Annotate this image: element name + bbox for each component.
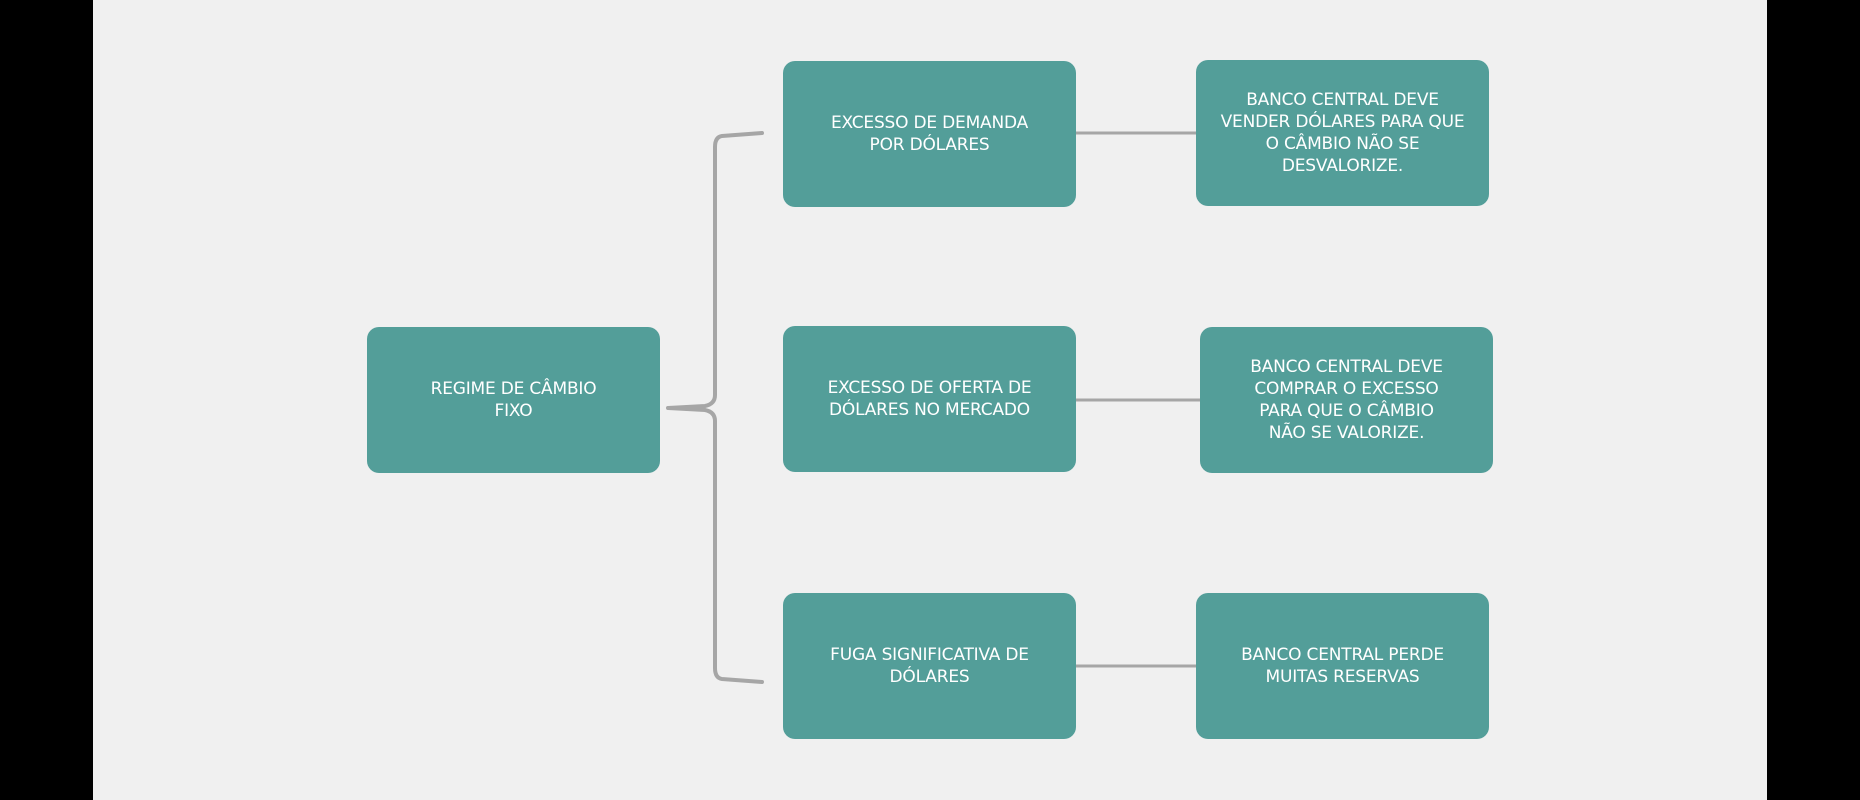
brace-connector xyxy=(666,131,764,684)
root-node: REGIME DE CÂMBIO FIXO xyxy=(367,327,660,473)
cause-node-demand-excess: EXCESSO DE DEMANDA POR DÓLARES xyxy=(783,61,1076,207)
effect-node-lose-reserves: BANCO CENTRAL PERDE MUITAS RESERVAS xyxy=(1196,593,1489,739)
cause-node-dollar-flight: FUGA SIGNIFICATIVA DE DÓLARES xyxy=(783,593,1076,739)
effect-node-buy-excess: BANCO CENTRAL DEVE COMPRAR O EXCESSO PAR… xyxy=(1200,327,1493,473)
effect-node-sell-dollars: BANCO CENTRAL DEVE VENDER DÓLARES PARA Q… xyxy=(1196,60,1489,206)
cause-node-supply-excess: EXCESSO DE OFERTA DE DÓLARES NO MERCADO xyxy=(783,326,1076,472)
